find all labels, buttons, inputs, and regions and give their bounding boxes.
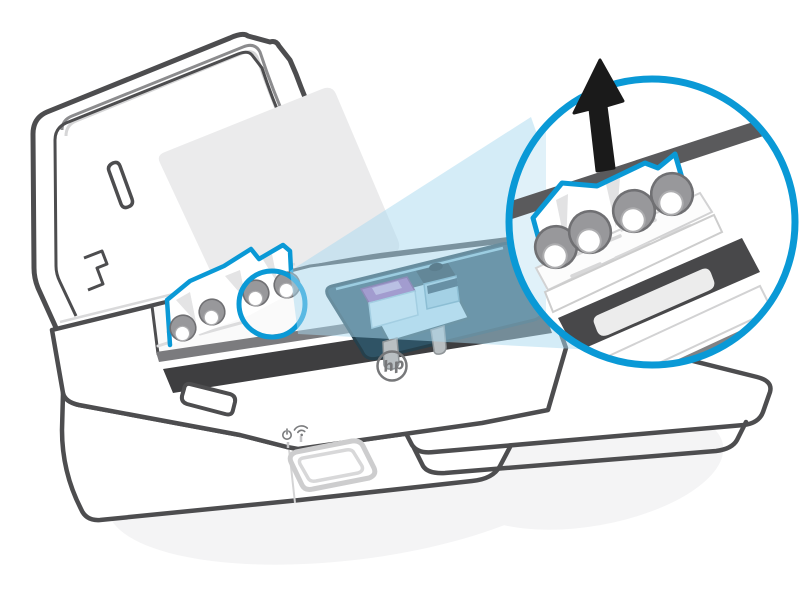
magnifier-ring: [505, 75, 799, 369]
jammed-paper-fill: [167, 245, 292, 345]
front-handle-notch: [179, 381, 238, 417]
carriage-foot: [382, 337, 400, 370]
paper-crease-shadow: [176, 292, 196, 322]
control-display-inner: [297, 448, 365, 483]
magnified-front-strip: [543, 213, 724, 314]
lid-hinge-slot: [106, 160, 135, 210]
hp-logo-text: hp: [382, 354, 406, 375]
power-icon: [281, 427, 292, 440]
output-tray-edge: [411, 419, 749, 476]
magnified-paper-outline: [530, 151, 685, 265]
hp-logo: hp: [376, 350, 408, 382]
jammed-paper-outline: [164, 242, 295, 348]
lid-latch-detail: [83, 249, 109, 292]
pull-up-arrow-icon: [572, 58, 625, 173]
wifi-icon: [293, 425, 309, 437]
control-panel: [281, 425, 378, 492]
magnified-slot-opening: [593, 268, 715, 336]
